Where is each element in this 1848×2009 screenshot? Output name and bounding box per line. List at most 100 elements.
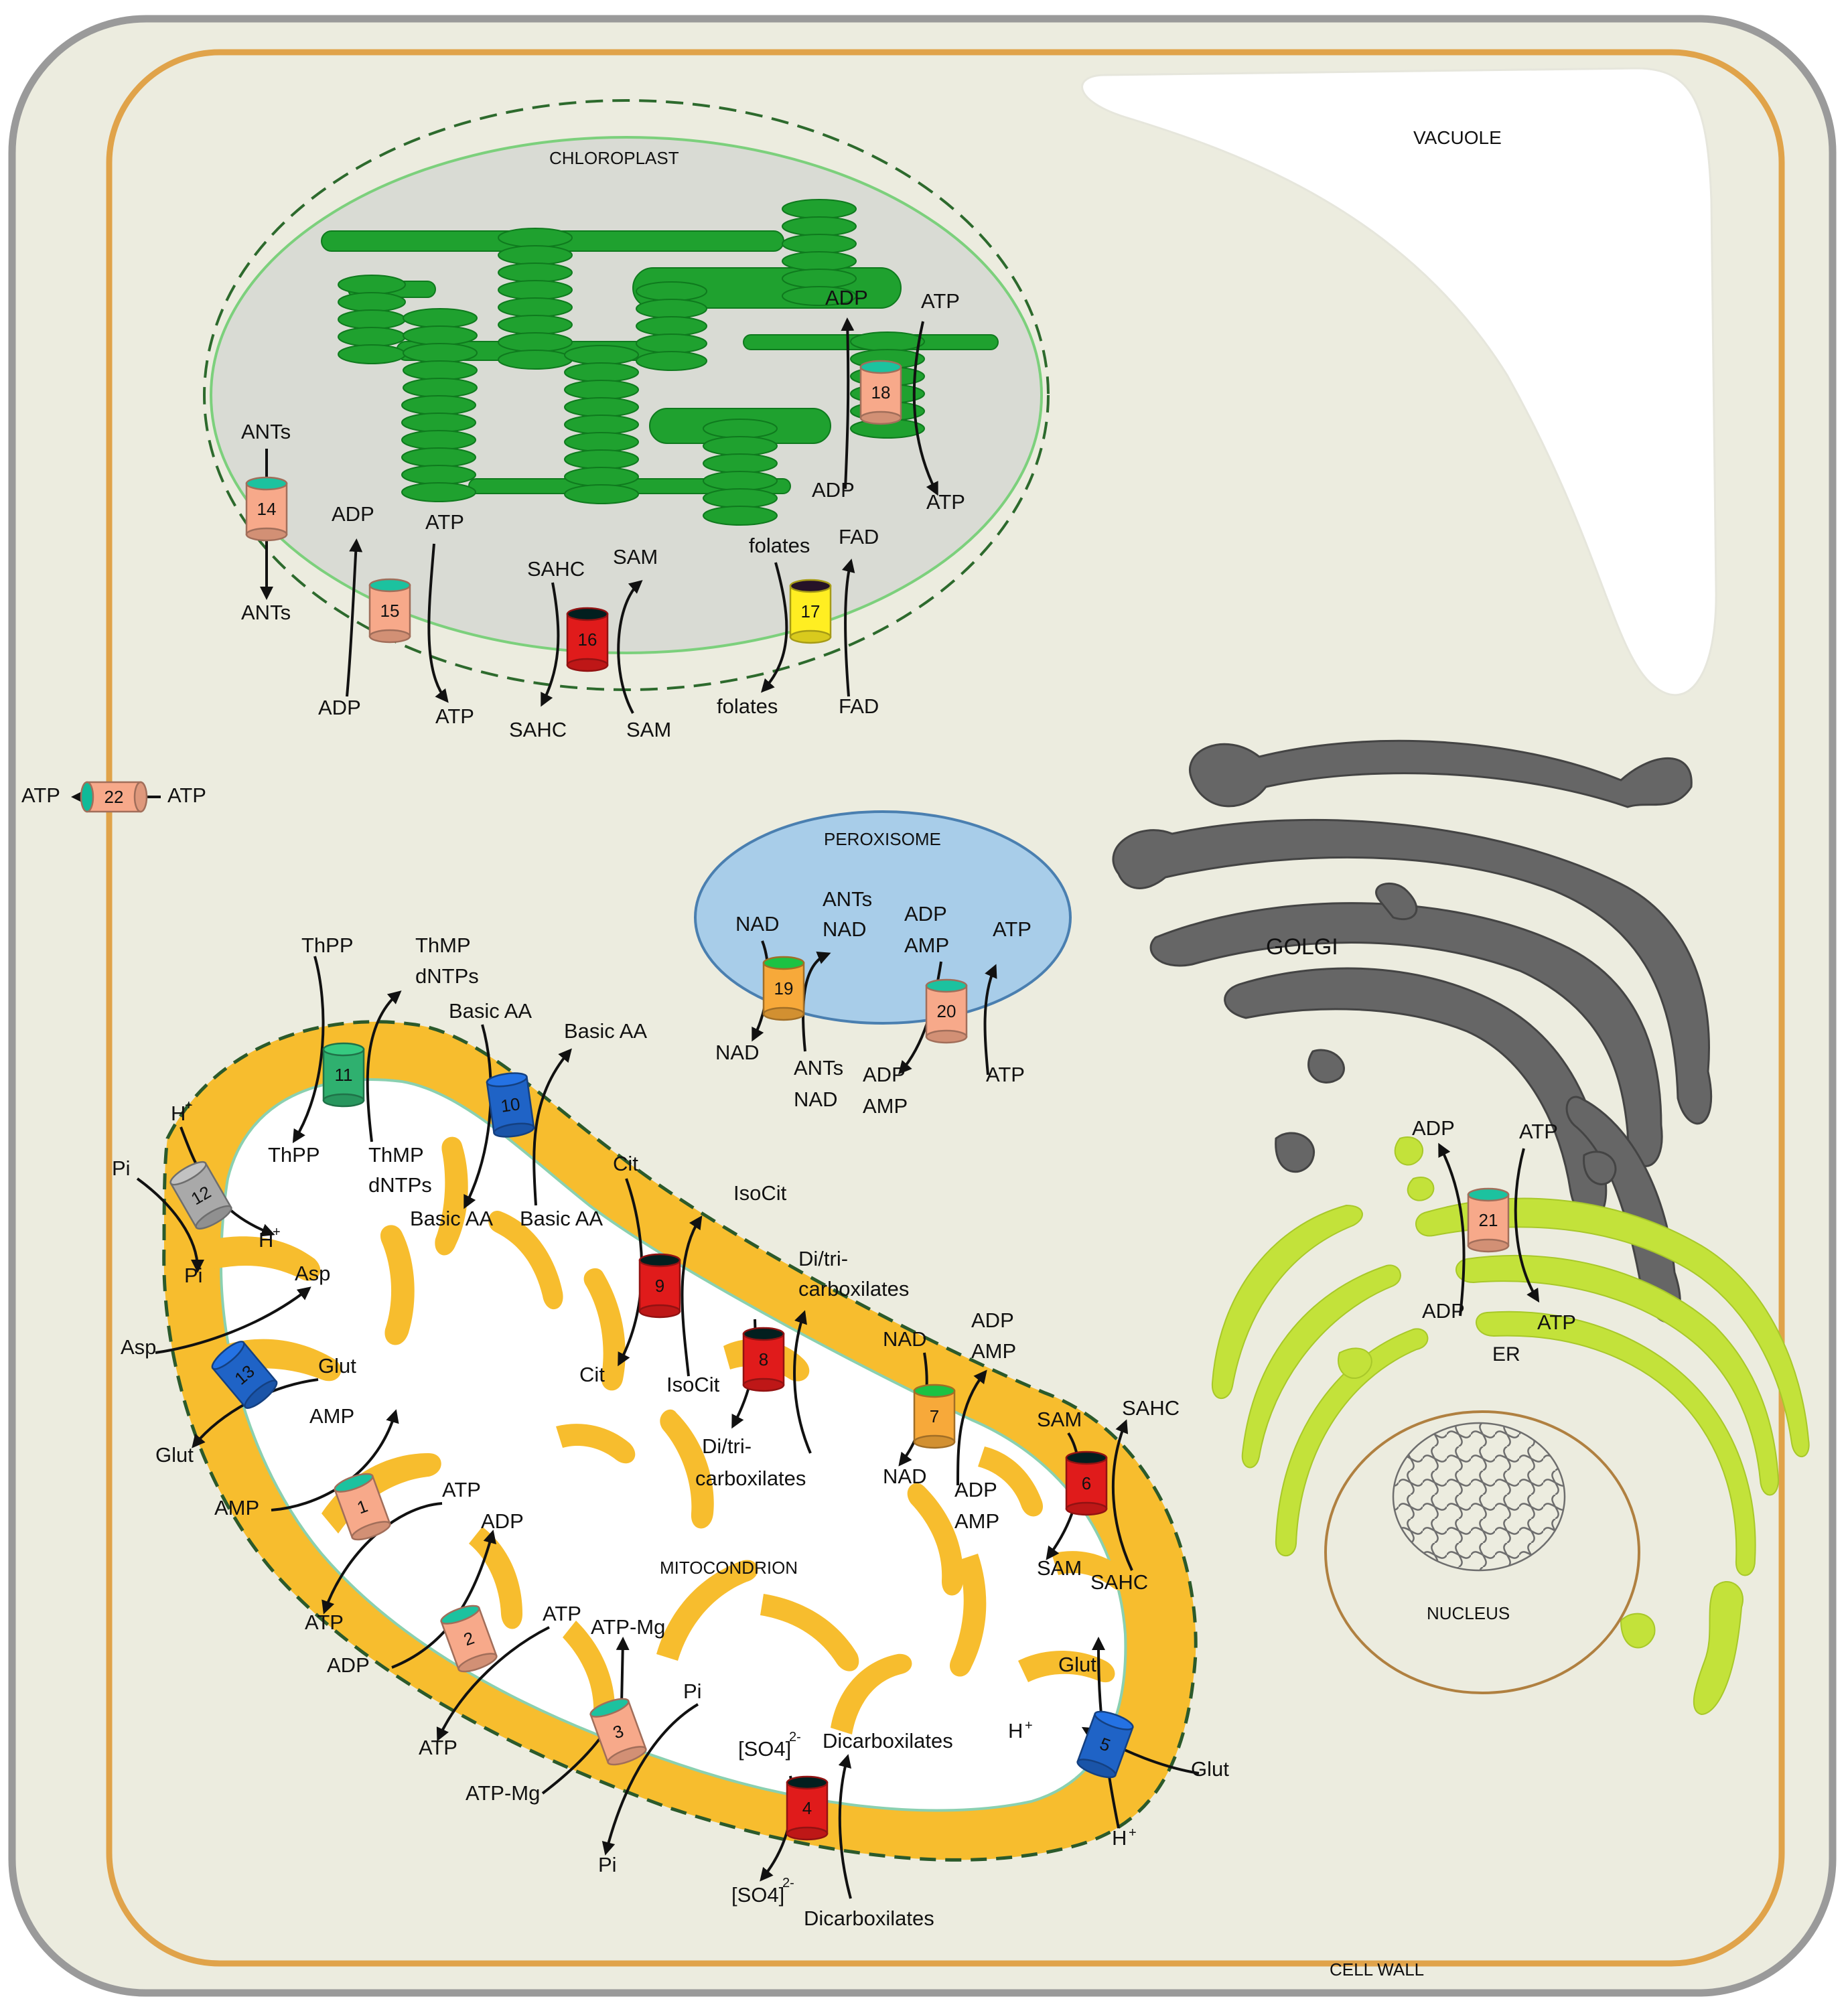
transporter-5-label-0: Glut xyxy=(1058,1653,1096,1676)
transporter-8-label-3: carboxilates xyxy=(695,1467,806,1490)
transporter-19-label-0: NAD xyxy=(735,912,779,936)
transporter-17-label-1: FAD xyxy=(839,525,879,548)
transporter-3-label-0: ATP-Mg xyxy=(466,1781,540,1805)
thylakoid-disc xyxy=(338,292,406,312)
transporter-8-label-0: Di/tri- xyxy=(798,1247,848,1270)
thylakoid-disc xyxy=(338,344,406,364)
thylakoid-disc xyxy=(498,245,573,265)
transporter-13-label-1: Asp xyxy=(295,1262,330,1285)
transporter-9-label-3: IsoCit xyxy=(666,1373,720,1396)
transporter-13-label-2: Glut xyxy=(318,1354,356,1378)
transporter-18-arrow xyxy=(841,317,855,490)
transporter-11-label-4: ThMP xyxy=(368,1143,424,1167)
thylakoid-disc xyxy=(401,482,476,502)
transporter-15-label-3: ATP xyxy=(435,704,474,728)
transporter-9: 9 xyxy=(638,1253,681,1319)
transporter-13-arrow xyxy=(155,1286,311,1354)
transporter-18-label-2: ADP xyxy=(812,478,855,502)
thylakoid-disc xyxy=(498,297,573,317)
transporter-21: 21 xyxy=(1467,1187,1510,1253)
transporter-3: 3 xyxy=(589,1698,647,1766)
transporter-6-number: 6 xyxy=(1082,1473,1091,1493)
thylakoid-disc xyxy=(636,351,707,371)
transporter-19-label-4: ANTs xyxy=(794,1056,843,1080)
transporter-11-arrow xyxy=(366,990,402,1142)
thylakoid-disc xyxy=(498,315,573,335)
transporter-6-label-1: SAHC xyxy=(1122,1396,1180,1420)
thylakoid-disc xyxy=(498,350,573,370)
thylakoid-disc xyxy=(636,333,707,354)
transporter-7-label-5: AMP xyxy=(954,1509,999,1533)
thylakoid-disc xyxy=(850,331,925,352)
transporter-12-label-2: Pi xyxy=(112,1157,131,1180)
thylakoid-disc xyxy=(401,395,476,415)
thylakoid-disc xyxy=(401,465,476,485)
transporter-11-label-1: ThMP xyxy=(415,934,471,957)
thylakoid-disc xyxy=(403,360,478,380)
transporter-18-arrow xyxy=(912,321,938,496)
transporter-5: 5 xyxy=(1076,1710,1134,1779)
thylakoid-disc xyxy=(636,299,707,319)
thylakoid-disc xyxy=(782,234,857,254)
transporter-21-label-3: ATP xyxy=(1537,1311,1576,1334)
transporter-15-arrow xyxy=(346,538,363,697)
transporter-10-number: 10 xyxy=(500,1094,522,1116)
transporter-21-arrow xyxy=(1438,1142,1466,1317)
transporter-7-label-1: ADP xyxy=(971,1309,1014,1332)
transporter-18: 18 xyxy=(859,360,902,425)
transporter-11: 11 xyxy=(322,1042,365,1108)
thylakoid-disc xyxy=(403,308,478,328)
transporter-14-label-1: ANTs xyxy=(241,601,291,624)
transporter-4-label-4: 2- xyxy=(782,1876,794,1890)
transporter-14: 14 xyxy=(245,476,288,542)
transporter-3-label-2: Pi xyxy=(683,1680,702,1703)
chromatin xyxy=(1392,1422,1566,1572)
thylakoid-disc xyxy=(703,419,778,439)
transporter-19-label-2: NAD xyxy=(823,917,866,941)
transporter-17-label-2: folates xyxy=(717,694,778,718)
transporter-7-label-0: NAD xyxy=(883,1327,926,1351)
transporter-15-label-2: ADP xyxy=(318,696,361,719)
thylakoid-disc xyxy=(703,453,778,473)
transporter-4-label-3: [SO4] xyxy=(731,1883,784,1907)
transporter-7-arrow xyxy=(956,1369,987,1486)
transporter-8-label-1: carboxilates xyxy=(798,1277,909,1300)
thylakoid-disc xyxy=(338,309,406,329)
transporter-20-arrow xyxy=(983,964,997,1075)
golgi-apparatus xyxy=(1112,739,1713,1323)
nucleus-label: NUCLEUS xyxy=(1427,1603,1510,1623)
transporter-16-arrow xyxy=(617,580,643,714)
transporter-4-arrow xyxy=(838,1754,852,1899)
transporter-15-arrow xyxy=(427,543,449,703)
transporter-12-label-0: H xyxy=(171,1102,186,1125)
transporter-14-label-0: ANTs xyxy=(241,420,291,443)
transporter-11-label-0: ThPP xyxy=(301,934,354,957)
thylakoid-disc xyxy=(564,415,639,435)
transporter-19: 19 xyxy=(762,956,805,1021)
thylakoid-disc xyxy=(782,216,857,236)
thylakoid-disc xyxy=(564,345,639,365)
thylakoid-disc xyxy=(703,471,778,491)
transporter-10-label-0: Basic AA xyxy=(449,999,532,1023)
transporter-6: 6 xyxy=(1065,1450,1108,1516)
transporter-2-arrow xyxy=(436,1626,550,1742)
transporter-17-label-3: FAD xyxy=(839,694,879,718)
transporter-10: 10 xyxy=(486,1072,535,1138)
thylakoid-disc xyxy=(338,275,406,295)
thylakoid-disc xyxy=(564,397,639,417)
transporter-5-label-3: Glut xyxy=(1191,1757,1229,1781)
transporter-17-arrow xyxy=(760,562,788,693)
transporter-4-label-1: 2- xyxy=(789,1730,801,1744)
thylakoid-disc xyxy=(564,362,639,382)
transporter-4-label-5: Dicarboxilates xyxy=(804,1907,934,1930)
transporter-17-number: 17 xyxy=(801,601,821,621)
transporter-21-label-0: ADP xyxy=(1412,1116,1455,1140)
transporter-9-label-0: Cit xyxy=(613,1152,638,1175)
thylakoid-disc xyxy=(564,484,639,504)
transporter-13-label-0: Asp xyxy=(121,1335,156,1359)
thylakoid-grana xyxy=(321,199,999,526)
transporter-4: 4 xyxy=(786,1775,829,1841)
transporter-19-arrow xyxy=(802,952,831,1052)
transporter-20-label-0: ADP xyxy=(904,902,947,925)
transporter-17-label-0: folates xyxy=(749,534,810,557)
